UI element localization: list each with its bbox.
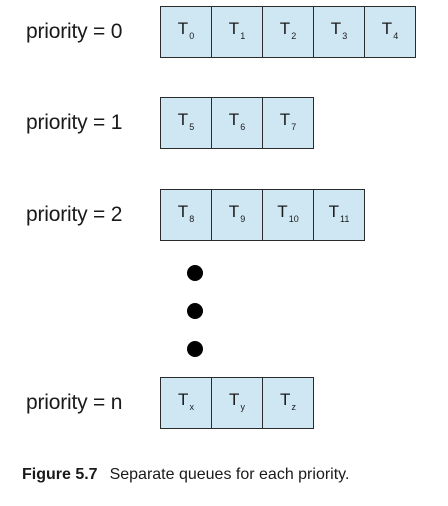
thread-subscript: x [189, 402, 194, 412]
priority-label: priority = 0 [26, 20, 123, 43]
thread-cell: Tx [160, 377, 212, 429]
thread-subscript: 11 [340, 214, 350, 224]
figure-number: Figure 5.7 [22, 466, 98, 483]
thread-cell: Ty [211, 377, 263, 429]
thread-cell: T5 [160, 97, 212, 149]
thread-subscript: 5 [189, 122, 195, 132]
thread-name: T8 [177, 202, 195, 224]
thread-subscript: 6 [240, 122, 246, 132]
thread-name: T0 [177, 19, 195, 41]
thread-subscript: 1 [240, 31, 246, 41]
queue-row-0: priority = 0 T0 T1 T2 T3 T4 [0, 6, 448, 58]
thread-cell: T11 [313, 189, 365, 241]
thread-name: T1 [228, 19, 246, 41]
thread-cell: T0 [160, 6, 212, 58]
thread-cell: Tz [262, 377, 314, 429]
priority-label: priority = 1 [26, 111, 123, 134]
queue-row-1: priority = 1 T5 T6 T7 [0, 97, 448, 149]
thread-cell: T9 [211, 189, 263, 241]
ellipsis-dot-icon [187, 341, 203, 357]
thread-name: T2 [279, 19, 297, 41]
thread-name: T9 [228, 202, 246, 224]
queue-row-2: priority = 2 T8 T9 T10 T11 [0, 189, 448, 241]
queue-row-n: priority = n Tx Ty Tz [0, 377, 448, 429]
thread-subscript: 0 [189, 31, 195, 41]
thread-cell: T7 [262, 97, 314, 149]
thread-name: Tx [178, 390, 194, 412]
thread-name: T6 [228, 110, 246, 132]
thread-cell: T6 [211, 97, 263, 149]
thread-cell: T1 [211, 6, 263, 58]
priority-label: priority = 2 [26, 203, 123, 226]
thread-subscript: 7 [291, 122, 297, 132]
thread-name: T3 [330, 19, 348, 41]
thread-name: T4 [381, 19, 399, 41]
thread-subscript: 8 [189, 214, 195, 224]
thread-subscript: z [291, 402, 296, 412]
thread-cell: T8 [160, 189, 212, 241]
thread-cell: T3 [313, 6, 365, 58]
queue-cells: T0 T1 T2 T3 T4 [160, 6, 416, 58]
thread-subscript: 10 [288, 214, 299, 224]
queue-cells: Tx Ty Tz [160, 377, 314, 429]
priority-label: priority = n [26, 391, 123, 414]
thread-cell: T2 [262, 6, 314, 58]
thread-name: Tz [280, 390, 296, 412]
thread-subscript: 4 [393, 31, 399, 41]
thread-cell: T10 [262, 189, 314, 241]
thread-name: T5 [177, 110, 195, 132]
thread-name: T11 [328, 202, 350, 224]
queue-cells: T8 T9 T10 T11 [160, 189, 365, 241]
thread-name: T7 [279, 110, 297, 132]
thread-cell: T4 [364, 6, 416, 58]
figure-caption-text: Separate queues for each priority. [109, 466, 350, 483]
ellipsis-dot-icon [187, 303, 203, 319]
thread-subscript: y [240, 402, 245, 412]
figure-caption: Figure 5.7 Separate queues for each prior… [22, 466, 349, 484]
thread-subscript: 2 [291, 31, 297, 41]
thread-subscript: 3 [342, 31, 348, 41]
thread-subscript: 9 [240, 214, 246, 224]
ellipsis-dot-icon [187, 265, 203, 281]
thread-name: Ty [229, 390, 245, 412]
thread-name: T10 [277, 202, 299, 224]
queue-cells: T5 T6 T7 [160, 97, 314, 149]
